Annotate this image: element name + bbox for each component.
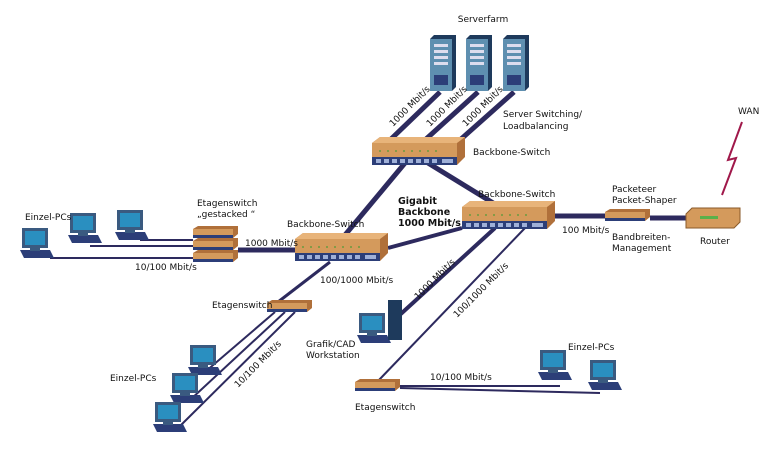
speed-left-down: 100/1000 Mbit/s (320, 276, 394, 286)
speed-stack-uplink: 1000 Mbit/s (245, 239, 298, 249)
link-server3 (458, 90, 516, 142)
etagenswitch-mid-icon (267, 300, 312, 312)
etagenswitch-bottom-icon (355, 379, 400, 391)
link-workstation (390, 226, 497, 324)
gigabit-speed-label: 1000 Mbit/s (398, 218, 461, 229)
loadbalancing-label: Loadbalancing (503, 122, 568, 132)
server-icon (503, 35, 529, 91)
stack-label: Etagenswitch (197, 199, 257, 209)
backbone-switch-left-icon (295, 233, 388, 261)
workstation-label-1: Grafik/CAD (306, 340, 356, 350)
stacked-switch-icon (193, 226, 238, 262)
serverfarm-label: Serverfarm (458, 15, 509, 25)
pc-icon (68, 213, 102, 243)
links (50, 90, 743, 429)
server-icon (430, 35, 456, 91)
workstation-icon (357, 300, 402, 343)
pc-icon (153, 402, 187, 432)
pc-icon (538, 350, 572, 380)
backbone-switch-top-icon (372, 137, 465, 165)
etagen-mid-label: Etagenswitch (212, 301, 272, 311)
pcs-top-left-label: Einzel-PCs (25, 213, 72, 223)
link-etagen-bottom (377, 227, 526, 382)
pc-icon (188, 345, 222, 375)
link-server1 (388, 90, 442, 142)
backbone-left-label: Backbone-Switch (287, 220, 364, 230)
link-left-etagen (277, 260, 331, 304)
backbone-top-label: Backbone-Switch (473, 148, 550, 158)
link-top-left (343, 161, 407, 237)
wan-label: WAN (738, 107, 759, 117)
pc-icon (115, 210, 149, 240)
stack-gestacked-label: „gestacked “ (197, 210, 255, 220)
server-icon (466, 35, 492, 91)
speed-etagen-bottom-pcs: 10/100 Mbit/s (430, 373, 492, 383)
speed-etagen-bottom-uplink: 100/1000 Mbit/s (452, 261, 511, 320)
packeteer-label: Packeteer (612, 185, 657, 195)
workstation-label-2: Workstation (306, 351, 360, 361)
pc-icon (170, 373, 204, 403)
backbone-right-label: Backbone-Switch (478, 190, 555, 200)
link-mid-pc2 (189, 311, 286, 401)
backbone-switch-right-icon (462, 201, 555, 229)
management-label: Management (612, 244, 672, 254)
pc-icon (20, 228, 54, 258)
link-left-right (387, 226, 463, 250)
backbone-label: Backbone (398, 207, 450, 218)
link-mid-pc1 (204, 311, 276, 373)
wan-lightning-icon (721, 121, 743, 196)
speed-stack-pcs: 10/100 Mbit/s (135, 263, 197, 273)
link-server2 (423, 90, 480, 142)
link-mid-pc3 (177, 311, 296, 429)
gigabit-label: Gigabit (398, 196, 437, 207)
etagen-bottom-label: Etagenswitch (355, 403, 415, 413)
router-label: Router (700, 237, 730, 247)
pc-icon (588, 360, 622, 390)
link-top-right (426, 160, 500, 209)
packet-shaper-icon (605, 209, 650, 221)
speed-workstation: 1000 Mbit/s (413, 257, 458, 302)
bandwidth-label: Bandbreiten- (612, 233, 670, 243)
link-bottom-pc2 (399, 387, 601, 394)
speed-shaper: 100 Mbit/s (562, 226, 610, 236)
packet-shaper-label: Packet-Shaper (612, 196, 677, 206)
pcs-bottom-left-label: Einzel-PCs (110, 374, 157, 384)
pcs-bottom-right-label: Einzel-PCs (568, 343, 615, 353)
router-icon (685, 207, 741, 229)
server-switching-label: Server Switching/ (503, 110, 583, 120)
